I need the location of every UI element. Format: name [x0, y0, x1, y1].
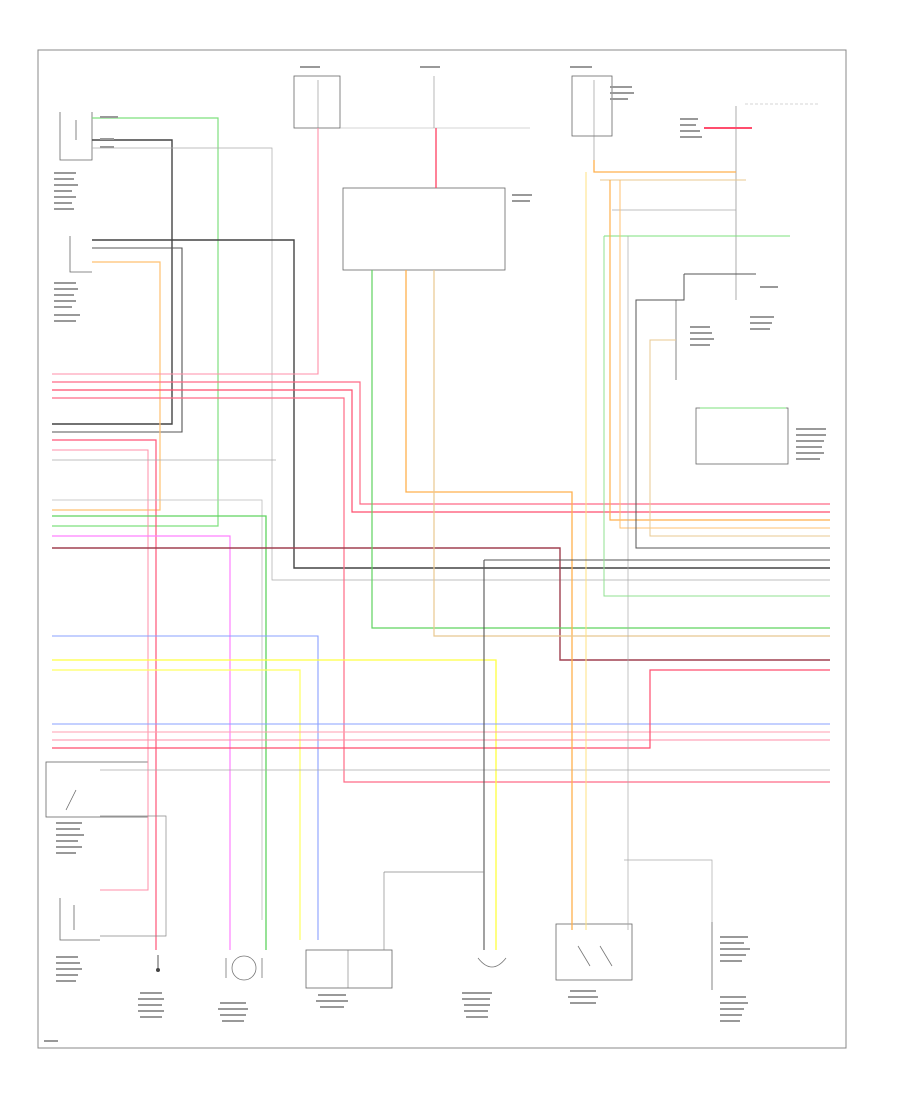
wire-gray-right-3 — [624, 859, 713, 922]
wire-green-right-2 — [603, 236, 830, 597]
wire-tan-mid — [52, 261, 161, 511]
label-marks — [44, 66, 826, 1042]
wire-gray-7 — [52, 499, 263, 920]
sensor-top-left — [59, 112, 93, 161]
wires — [52, 117, 830, 950]
wire-red-3 — [52, 397, 830, 783]
sensor-mid-left — [69, 236, 92, 273]
connector-top-right — [735, 103, 820, 300]
wire-black-mid — [92, 239, 830, 569]
relay-bottom-center — [305, 949, 393, 989]
wire-green-module — [371, 270, 830, 629]
wire-gray-top — [92, 147, 830, 581]
sensor-bottom-left — [59, 898, 100, 941]
fuse-box-right — [571, 75, 613, 160]
wire-yellow-1 — [52, 659, 497, 950]
wire-orange-right-down — [609, 180, 830, 521]
ground-icon — [156, 955, 160, 972]
wire-violet-9 — [52, 535, 231, 950]
wire-tan-module — [433, 270, 830, 637]
wire-orange-right — [593, 160, 736, 173]
wire-blue-1 — [52, 635, 319, 940]
wire-tan-right-2 — [649, 339, 830, 537]
wire-black-right — [635, 273, 830, 549]
diagram-border — [37, 49, 847, 1049]
wire-pink-fuse — [52, 128, 319, 375]
motor-icon — [225, 955, 263, 981]
wire-red-2 — [52, 389, 830, 513]
wire-brown-10 — [52, 547, 830, 661]
wire-orange-module — [405, 270, 573, 930]
wire-red-bundle-3 — [52, 669, 830, 749]
wire-red-1 — [52, 381, 830, 505]
fuse-box-center — [340, 76, 530, 129]
sensor-icon — [477, 957, 507, 968]
wire-yellow-2 — [52, 669, 301, 940]
switch-icon — [555, 923, 633, 981]
wire-green-top — [52, 117, 219, 527]
wire-black-top — [52, 139, 173, 425]
wire-red-4 — [52, 439, 157, 950]
wire-black-right-2 — [483, 559, 830, 950]
wire-green-8 — [52, 515, 267, 950]
wire-black-mid-2 — [52, 247, 183, 433]
wire-gray-bundle-5 — [100, 815, 167, 937]
control-module — [342, 187, 506, 271]
wire-orange-right-down-2 — [619, 180, 830, 529]
fuse-box-left — [293, 75, 341, 129]
